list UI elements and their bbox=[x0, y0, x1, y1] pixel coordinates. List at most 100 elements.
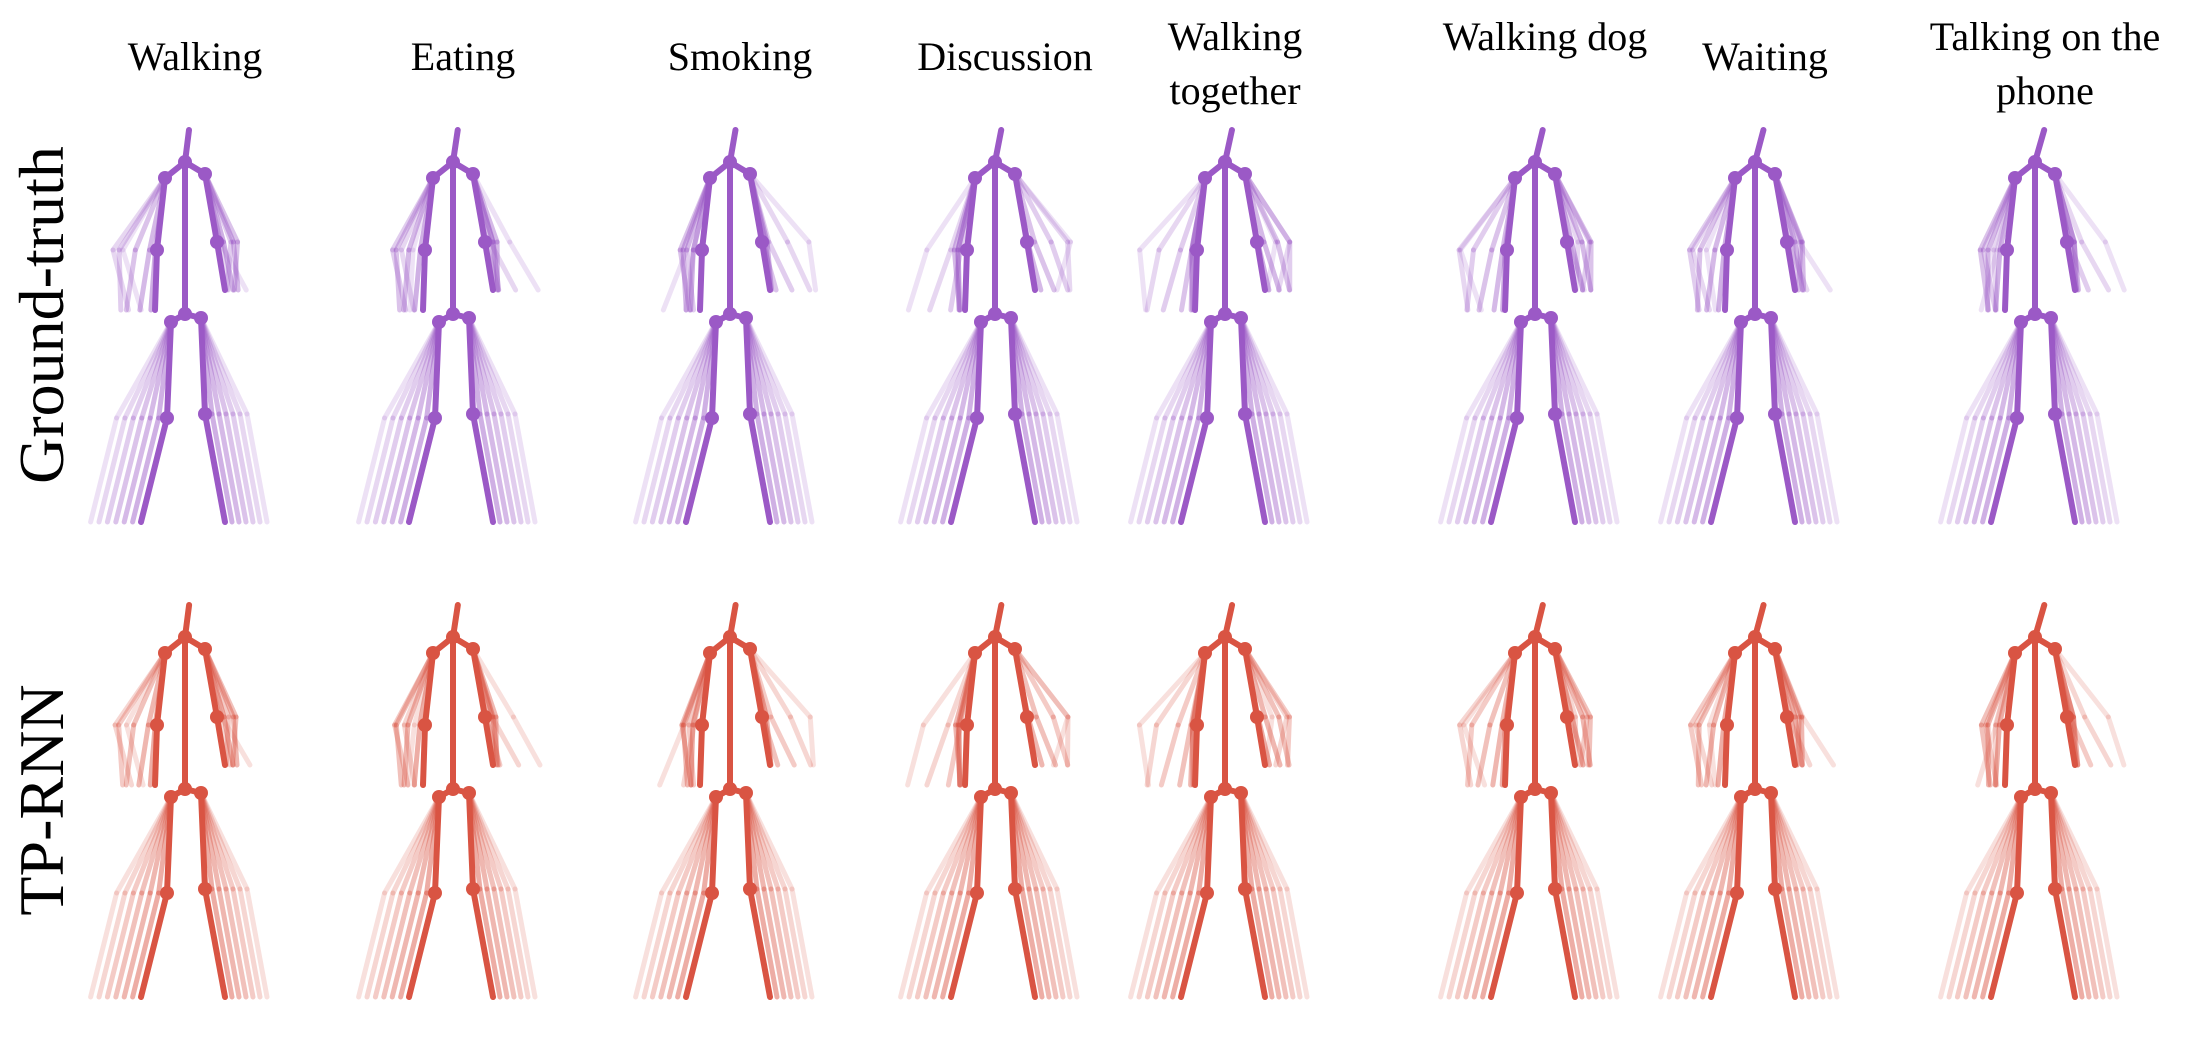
bone bbox=[223, 411, 249, 525]
joint bbox=[1544, 311, 1558, 325]
bone bbox=[1463, 415, 1495, 525]
bone bbox=[1480, 890, 1512, 1000]
bone bbox=[2087, 411, 2113, 525]
bone bbox=[1162, 319, 1214, 421]
joint bbox=[2028, 155, 2042, 169]
bone bbox=[1706, 722, 1718, 788]
bone bbox=[1464, 319, 1524, 421]
bone bbox=[1768, 790, 1820, 892]
bone bbox=[948, 247, 964, 313]
bone bbox=[1242, 646, 1260, 720]
joint bbox=[2044, 311, 2058, 325]
bone bbox=[1700, 319, 1744, 421]
bone bbox=[679, 650, 713, 728]
bone bbox=[477, 886, 503, 1000]
bone bbox=[1194, 650, 1208, 728]
joint bbox=[703, 171, 717, 185]
joint bbox=[2048, 167, 2062, 181]
bone bbox=[1564, 239, 1578, 293]
bone bbox=[1170, 319, 1214, 421]
joint bbox=[1008, 167, 1022, 181]
bone bbox=[1454, 415, 1486, 525]
bone bbox=[1256, 411, 1282, 525]
bone bbox=[139, 319, 174, 421]
joint bbox=[695, 718, 709, 732]
bone bbox=[364, 415, 396, 525]
bone bbox=[1153, 650, 1208, 728]
bone bbox=[1963, 890, 1995, 1000]
bone bbox=[1285, 714, 1292, 768]
bone bbox=[2052, 411, 2078, 525]
bone bbox=[110, 175, 168, 253]
bone bbox=[1464, 794, 1524, 896]
bone bbox=[1008, 315, 1060, 417]
bone bbox=[949, 319, 984, 421]
bone bbox=[2048, 790, 2093, 892]
bone bbox=[1697, 175, 1738, 253]
bone bbox=[1514, 794, 1524, 896]
joint bbox=[194, 786, 208, 800]
bone bbox=[1256, 886, 1282, 1000]
bone bbox=[116, 722, 126, 788]
bone bbox=[1768, 315, 1820, 417]
joint bbox=[1528, 782, 1542, 796]
bone bbox=[1552, 886, 1578, 1000]
bone bbox=[1799, 714, 1805, 768]
bone bbox=[393, 247, 403, 313]
bone bbox=[1674, 890, 1706, 1000]
bone bbox=[787, 714, 814, 768]
bone bbox=[1040, 886, 1066, 1000]
bone bbox=[1019, 411, 1045, 525]
bone bbox=[1504, 175, 1518, 253]
bone bbox=[1024, 714, 1038, 768]
bone bbox=[679, 722, 694, 788]
bone bbox=[230, 714, 240, 768]
column-label-eating: Eating bbox=[410, 34, 516, 79]
bone bbox=[924, 175, 978, 253]
joint bbox=[2008, 171, 2022, 185]
bone bbox=[768, 714, 797, 768]
bone bbox=[964, 175, 978, 253]
bone bbox=[2079, 239, 2112, 293]
bone bbox=[914, 890, 946, 1000]
bone bbox=[131, 650, 168, 728]
bone bbox=[121, 890, 153, 1000]
joint bbox=[970, 411, 984, 425]
bone bbox=[1684, 794, 1744, 896]
bone bbox=[96, 890, 128, 1000]
bone bbox=[1238, 315, 1269, 417]
bone bbox=[1188, 247, 1195, 313]
bone bbox=[1768, 790, 1806, 892]
bone bbox=[1704, 247, 1718, 313]
joint bbox=[968, 646, 982, 660]
bone bbox=[1683, 890, 1715, 1000]
joint bbox=[1190, 718, 1204, 732]
bone bbox=[2002, 247, 2010, 313]
bone bbox=[1992, 247, 2003, 313]
bone bbox=[659, 794, 719, 896]
bone bbox=[244, 411, 270, 525]
joint bbox=[1008, 882, 1022, 896]
joint bbox=[705, 886, 719, 900]
bone bbox=[1012, 171, 1071, 245]
joint bbox=[1548, 167, 1562, 181]
bone bbox=[768, 411, 794, 525]
bone bbox=[649, 415, 681, 525]
bone bbox=[1715, 722, 1727, 788]
joint bbox=[1728, 646, 1742, 660]
bone bbox=[1144, 722, 1159, 788]
bone bbox=[1768, 790, 1799, 892]
bone bbox=[113, 890, 145, 1000]
bone bbox=[398, 890, 430, 1000]
bone bbox=[466, 790, 511, 892]
column-label-waiting: Waiting bbox=[1702, 34, 1828, 79]
joint bbox=[1200, 886, 1214, 900]
bone bbox=[1008, 790, 1018, 892]
bone bbox=[743, 790, 795, 892]
joint bbox=[1514, 790, 1528, 804]
bone bbox=[1579, 239, 1593, 293]
bone bbox=[1457, 722, 1474, 788]
bone bbox=[470, 411, 496, 525]
joint bbox=[1238, 407, 1252, 421]
bone bbox=[1238, 790, 1248, 892]
